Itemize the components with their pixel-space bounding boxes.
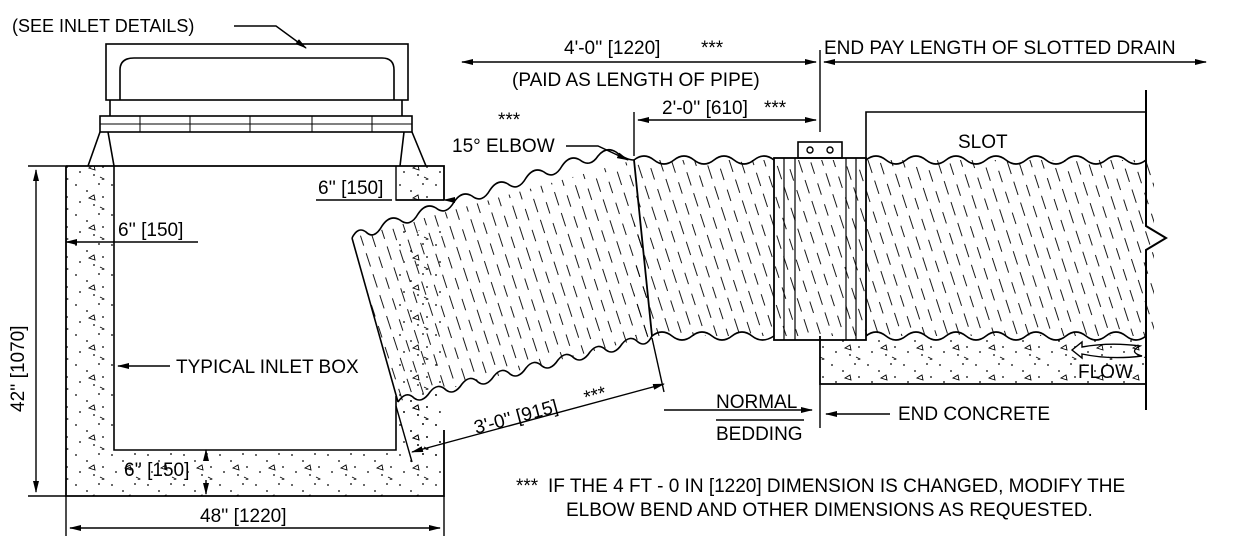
- bedding-label: BEDDING: [716, 424, 803, 445]
- typical-inlet-box-label: TYPICAL INLET BOX: [176, 357, 359, 378]
- flow-label: FLOW: [1078, 362, 1133, 383]
- end-pay-length-label: END PAY LENGTH OF SLOTTED DRAIN: [824, 38, 1176, 59]
- normal-label: NORMAL: [716, 392, 797, 413]
- note-line-2: ELBOW BEND AND OTHER DIMENSIONS AS REQUE…: [566, 500, 1093, 521]
- dimension-4ft-stars: ***: [701, 38, 724, 59]
- paid-as-length-label: (PAID AS LENGTH OF PIPE): [512, 70, 760, 91]
- straight-pipe: [633, 90, 1168, 410]
- flow-arrow-icon: [1070, 340, 1143, 360]
- dimension-3ft-label: 3'-0'' [915]: [472, 396, 560, 439]
- drawing-labels: (SEE INLET DETAILS) 4'-0'' [1220] *** (P…: [8, 16, 1176, 527]
- elbow-label: 15° ELBOW: [452, 136, 555, 157]
- end-concrete-label: END CONCRETE: [898, 404, 1050, 425]
- slot-label: SLOT: [958, 132, 1008, 153]
- dimension-48in-label: 48'' [1220]: [200, 506, 287, 527]
- inlet-details-callout: (SEE INLET DETAILS): [12, 16, 194, 36]
- note-stars: ***: [516, 476, 539, 497]
- note-line-1: IF THE 4 FT - 0 IN [1220] DIMENSION IS C…: [548, 476, 1125, 497]
- dimension-42in-label: 42'' [1070]: [8, 326, 29, 413]
- dimension-2ft-label: 2'-0'' [610]: [662, 98, 748, 119]
- drain-break-line: [1145, 90, 1168, 410]
- elbow-stars: ***: [498, 110, 521, 131]
- slot-outline: [865, 111, 1146, 160]
- dimension-2ft-stars: ***: [764, 98, 787, 119]
- drain-concrete-encasement: [819, 336, 1146, 385]
- dimension-6in-bottom-label: 6'' [150]: [124, 460, 189, 481]
- inlet-box-concrete: [65, 165, 445, 497]
- inlet-grate: [87, 43, 427, 167]
- dimension-3ft-stars: ***: [582, 383, 609, 409]
- dimension-4ft-label: 4'-0'' [1220]: [564, 38, 660, 59]
- inlet-box: [65, 43, 445, 497]
- dimension-6in-top-label: 6'' [150]: [318, 178, 383, 199]
- dimension-6in-left-label: 6'' [150]: [118, 220, 183, 241]
- dimension-lines: [28, 25, 1207, 536]
